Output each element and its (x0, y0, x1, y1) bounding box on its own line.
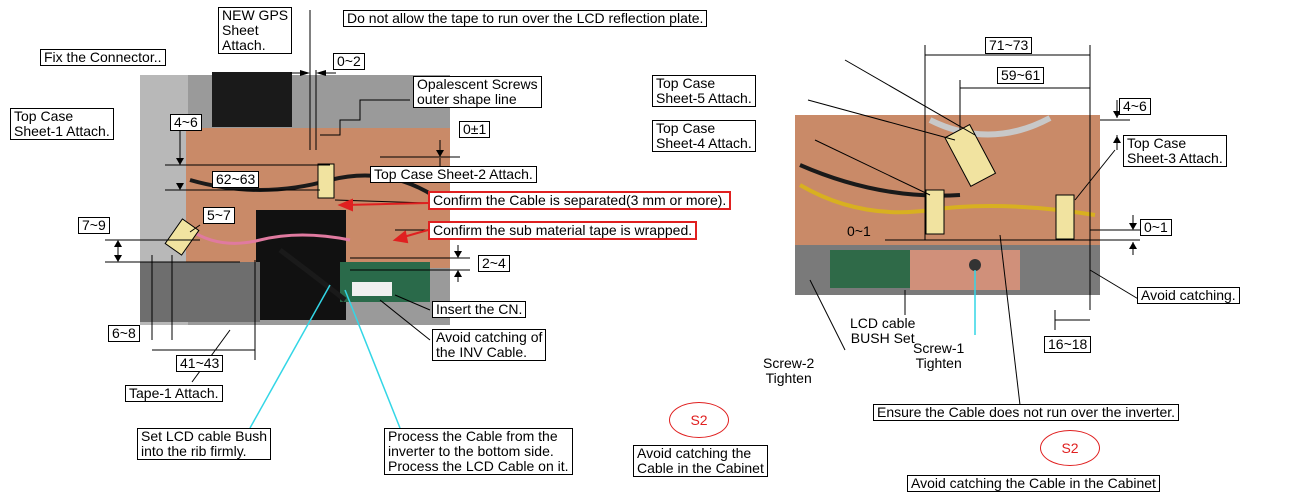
avoid-inv-cable-label: Avoid catching of the INV Cable. (432, 329, 547, 361)
top-case-sheet-1-label: Top Case Sheet-1 Attach. (10, 108, 114, 140)
new-gps-sheet-label: NEW GPS Sheet Attach. (218, 7, 293, 54)
dim-4-6-left: 4~6 (170, 114, 202, 131)
s2-badge-right: S2 (1040, 430, 1100, 466)
set-lcd-bush-label: Set LCD cable Bush into the rib firmly. (137, 428, 272, 460)
ensure-inverter-label: Ensure the Cable does not run over the i… (873, 404, 1180, 421)
dim-2-4: 2~4 (478, 255, 510, 272)
tape-lcd-warning: Do not allow the tape to run over the LC… (343, 10, 708, 27)
screw-2-label: Screw-2 Tighten (763, 355, 815, 386)
dim-71-73: 71~73 (985, 37, 1033, 54)
lcd-cable-bush-set-label: LCD cable BUSH Set (850, 315, 916, 346)
dim-41-43: 41~43 (176, 355, 224, 372)
process-cable-label: Process the Cable from the inverter to t… (384, 428, 573, 475)
fix-connector-label: Fix the Connector.. (40, 49, 166, 66)
avoid-catching-label: Avoid catching. (1137, 287, 1240, 304)
avoid-cabinet-right-label: Avoid catching the Cable in the Cabinet (907, 475, 1160, 492)
s2-badge-left: S2 (669, 402, 729, 438)
top-case-sheet-4-label: Top Case Sheet-4 Attach. (652, 120, 756, 152)
dim-0pm1: 0±1 (459, 121, 491, 138)
avoid-cabinet-left-label: Avoid catching the Cable in the Cabinet (633, 445, 768, 477)
top-case-sheet-2-label: Top Case Sheet-2 Attach. (370, 166, 537, 183)
dim-5-7: 5~7 (203, 207, 235, 224)
right-photo (795, 115, 1100, 295)
top-case-sheet-3-label: Top Case Sheet-3 Attach. (1123, 135, 1227, 167)
dim-0-1-a: 0~1 (847, 223, 871, 239)
opalescent-screws-label: Opalescent Screws outer shape line (413, 76, 542, 108)
dim-4-6-right: 4~6 (1119, 98, 1151, 115)
dim-6-8: 6~8 (108, 325, 140, 342)
dim-16-18: 16~18 (1044, 336, 1092, 353)
dim-0-2: 0~2 (333, 53, 365, 70)
confirm-cable-separated: Confirm the Cable is separated(3 mm or m… (428, 191, 732, 210)
tape-1-attach-label: Tape-1 Attach. (125, 385, 223, 402)
insert-cn-label: Insert the CN. (432, 301, 527, 318)
dim-0-1-b: 0~1 (1140, 219, 1172, 236)
screw-1-label: Screw-1 Tighten (913, 340, 965, 371)
dim-7-9: 7~9 (78, 217, 110, 234)
confirm-tape-wrapped: Confirm the sub material tape is wrapped… (428, 221, 698, 240)
dim-62-63: 62~63 (212, 171, 260, 188)
top-case-sheet-5-label: Top Case Sheet-5 Attach. (652, 75, 756, 107)
dim-59-61: 59~61 (997, 67, 1045, 84)
